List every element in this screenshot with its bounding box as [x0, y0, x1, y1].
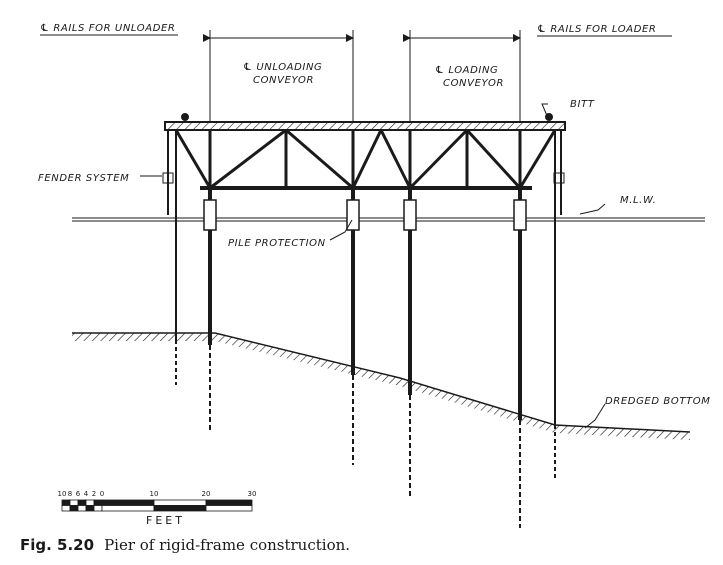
truss-bracing: [174, 128, 557, 190]
dredged-bottom: [72, 332, 691, 440]
scale-cell: [85, 505, 95, 512]
rails-dimension-lines: [40, 30, 672, 122]
scale-cell: [61, 499, 71, 506]
unloading-conveyor-label-2: CONVEYOR: [253, 75, 314, 86]
scale-cell: [101, 499, 155, 506]
unloading-conveyor-label-1: ℄ UNLOADING: [243, 62, 322, 73]
scale-cell: [77, 505, 87, 512]
loading-conveyor-label-1: ℄ LOADING: [435, 65, 498, 76]
bitt-label: BITT: [570, 99, 595, 110]
scale-cell: [153, 499, 207, 506]
scale-cells: [61, 499, 253, 512]
scale-cell: [205, 505, 253, 512]
fender-system-label: FENDER SYSTEM: [38, 173, 129, 184]
scale-cell: [93, 505, 103, 512]
figure-caption: Fig. 5.20 Pier of rigid-frame constructio…: [20, 536, 350, 554]
scale-unit-label: FEET: [146, 514, 185, 527]
figure-number: Fig. 5.20: [20, 536, 95, 554]
water-line: [72, 217, 705, 222]
leader-lines: [140, 103, 606, 429]
scale-cell: [93, 499, 103, 506]
pile-protection-label: PILE PROTECTION: [228, 238, 326, 249]
scale-cell: [77, 499, 87, 506]
scale-tick-label: 6: [76, 490, 81, 498]
scale-cell: [69, 499, 79, 506]
fender-piles: [162, 130, 565, 480]
scale-tick-label: 4: [84, 490, 89, 498]
scale-tick-label: 20: [202, 490, 211, 498]
scale-cell: [101, 505, 155, 512]
scale-cell: [153, 505, 207, 512]
pier-deck: [164, 121, 566, 190]
scale-tick-label: 2: [92, 490, 96, 498]
mlw-label: M.L.W.: [620, 195, 656, 206]
scale-cell: [85, 499, 95, 506]
scale-tick-label: 10: [150, 490, 159, 498]
scale-tick-label: 8: [68, 490, 72, 498]
pile-protection-jackets: [203, 199, 527, 231]
bitt-icon: [181, 113, 553, 121]
rails-loader-label: ℄ RAILS FOR LOADER: [537, 24, 656, 35]
scale-cell: [69, 505, 79, 512]
scale-tick-label: 10: [58, 490, 67, 498]
scale-cell: [205, 499, 253, 506]
scale-tick-label: 30: [248, 490, 257, 498]
dredged-bottom-label: DREDGED BOTTOM: [605, 396, 710, 407]
figure-caption-text: Pier of rigid-frame construction.: [104, 536, 351, 554]
loading-conveyor-label-2: CONVEYOR: [443, 78, 504, 89]
scale-tick-label: 0: [100, 490, 104, 498]
rails-unloader-label: ℄ RAILS FOR UNLOADER: [40, 23, 175, 34]
scale-cell: [61, 505, 71, 512]
